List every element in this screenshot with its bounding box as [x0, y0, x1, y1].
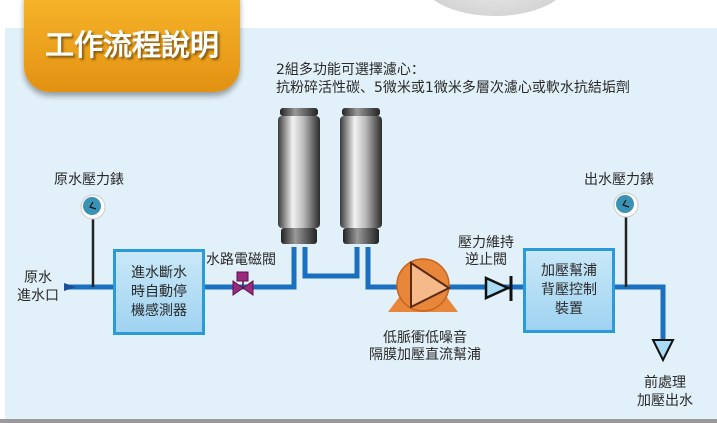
outlet-pipe	[614, 284, 666, 340]
filter-cartridge-1	[278, 108, 320, 244]
inlet-arrow-icon	[64, 283, 76, 291]
pump-label-2: 隔膜加壓直流幫浦	[369, 347, 481, 363]
filter-cartridge-2	[340, 108, 382, 244]
inlet-label-1: 原水	[24, 270, 52, 286]
check-valve-label-1: 壓力維持	[458, 235, 514, 251]
sensor-box-line: 機感測器	[131, 302, 187, 319]
outlet-arrow-icon	[651, 339, 675, 363]
pump-label-1: 低脈衝低噪音	[383, 330, 467, 346]
solenoid-valve-icon	[232, 271, 254, 296]
outlet-label-1: 前處理	[644, 375, 686, 391]
sensor-box-line: 進水斷水	[131, 264, 187, 281]
pump-pipe	[365, 247, 523, 290]
check-valve-icon	[484, 276, 513, 301]
filter-note-title: 2組多功能可選擇濾心：	[276, 62, 425, 78]
backpressure-box-line: 加壓幫浦	[541, 263, 597, 279]
pump-icon	[388, 258, 458, 312]
outlet-gauge-icon	[613, 192, 639, 287]
sensor-box: 進水斷水時自動停機感測器	[113, 249, 205, 335]
outlet-gauge-label: 出水壓力錶	[584, 172, 654, 188]
outlet-label-2: 加壓出水	[637, 393, 693, 409]
check-valve-label-2: 逆止閥	[465, 252, 507, 268]
bottom-divider	[0, 419, 717, 423]
title-badge: 工作流程說明	[24, 0, 240, 92]
sensor-box-line: 時自動停	[131, 283, 187, 300]
inlet-gauge-label: 原水壓力錶	[54, 172, 124, 188]
solenoid-label: 水路電磁閥	[206, 252, 276, 268]
inlet-label-2: 進水口	[17, 288, 59, 304]
filter-note-detail: 抗粉碎活性碳、5微米或1微米多層次濾心或軟水抗結垢劑	[276, 80, 630, 96]
backpressure-box-line: 裝置	[555, 301, 583, 317]
filter-connector-pipe	[302, 247, 360, 279]
backpressure-box-line: 背壓控制	[541, 282, 597, 298]
page-title: 工作流程說明	[44, 28, 219, 62]
inlet-gauge-icon	[80, 194, 106, 287]
backpressure-box: 加壓幫浦背壓控制裝置	[523, 248, 615, 333]
